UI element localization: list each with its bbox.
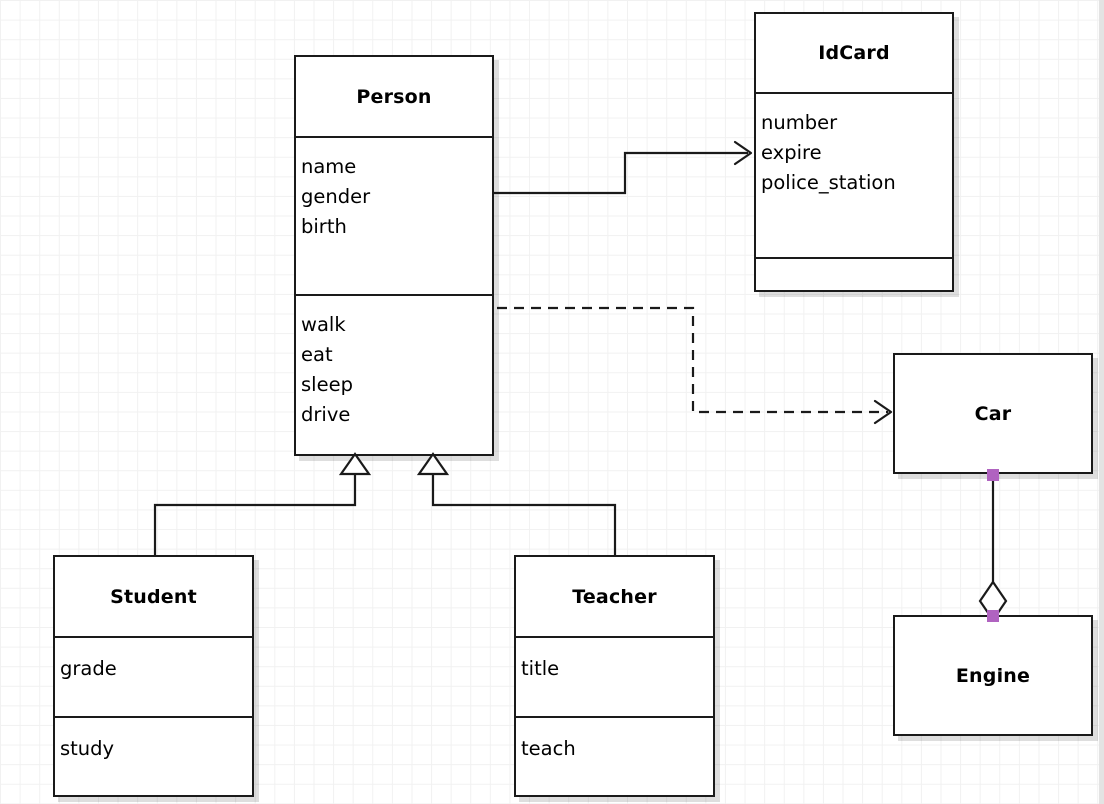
attribute-item: number — [761, 111, 838, 134]
generalization-student-person[interactable] — [153, 452, 372, 557]
class-name-teacher: Teacher — [572, 585, 657, 608]
attribute-item: grade — [60, 657, 117, 680]
class-box-student[interactable]: Student grade study — [53, 555, 254, 797]
aggregation-car-engine[interactable] — [978, 474, 1008, 622]
attribute-item: birth — [301, 215, 347, 238]
class-name-engine: Engine — [955, 664, 1031, 687]
operation-item: drive — [301, 403, 351, 426]
connector-handle-engine-end[interactable] — [987, 610, 999, 622]
attributes-teacher: title — [516, 636, 713, 716]
attribute-item: expire — [761, 141, 822, 164]
class-box-person[interactable]: Person name gender birth walk eat sleep … — [294, 55, 494, 456]
class-box-idcard[interactable]: IdCard number expire police_station — [754, 12, 954, 292]
attributes-idcard: number expire police_station — [756, 92, 952, 257]
class-name-car: Car — [974, 402, 1012, 425]
operations-idcard — [756, 257, 952, 294]
attribute-item: police_station — [761, 171, 896, 194]
class-name-person: Person — [356, 85, 432, 108]
operation-item: walk — [301, 313, 346, 336]
generalization-teacher-person[interactable] — [416, 452, 617, 557]
operation-item: eat — [301, 343, 333, 366]
attribute-item: gender — [301, 185, 371, 208]
dependency-person-car[interactable] — [497, 306, 893, 425]
operation-item: sleep — [301, 373, 353, 396]
attribute-item: name — [301, 155, 357, 178]
attribute-item: title — [521, 657, 560, 680]
operations-student: study — [55, 716, 252, 796]
connector-handle-car-end[interactable] — [987, 469, 999, 481]
attributes-person: name gender birth — [296, 136, 492, 294]
operations-teacher: teach — [516, 716, 713, 796]
association-person-idcard[interactable] — [494, 140, 753, 195]
class-box-teacher[interactable]: Teacher title teach — [514, 555, 715, 797]
class-box-car[interactable]: Car — [893, 353, 1093, 474]
canvas-right-edge-strip — [1099, 0, 1104, 804]
class-name-idcard: IdCard — [818, 42, 890, 64]
class-name-student: Student — [110, 585, 197, 608]
operation-item: teach — [521, 737, 576, 760]
operations-person: walk eat sleep drive — [296, 294, 492, 454]
operation-item: study — [60, 737, 115, 760]
class-box-engine[interactable]: Engine — [893, 615, 1093, 736]
attributes-student: grade — [55, 636, 252, 716]
